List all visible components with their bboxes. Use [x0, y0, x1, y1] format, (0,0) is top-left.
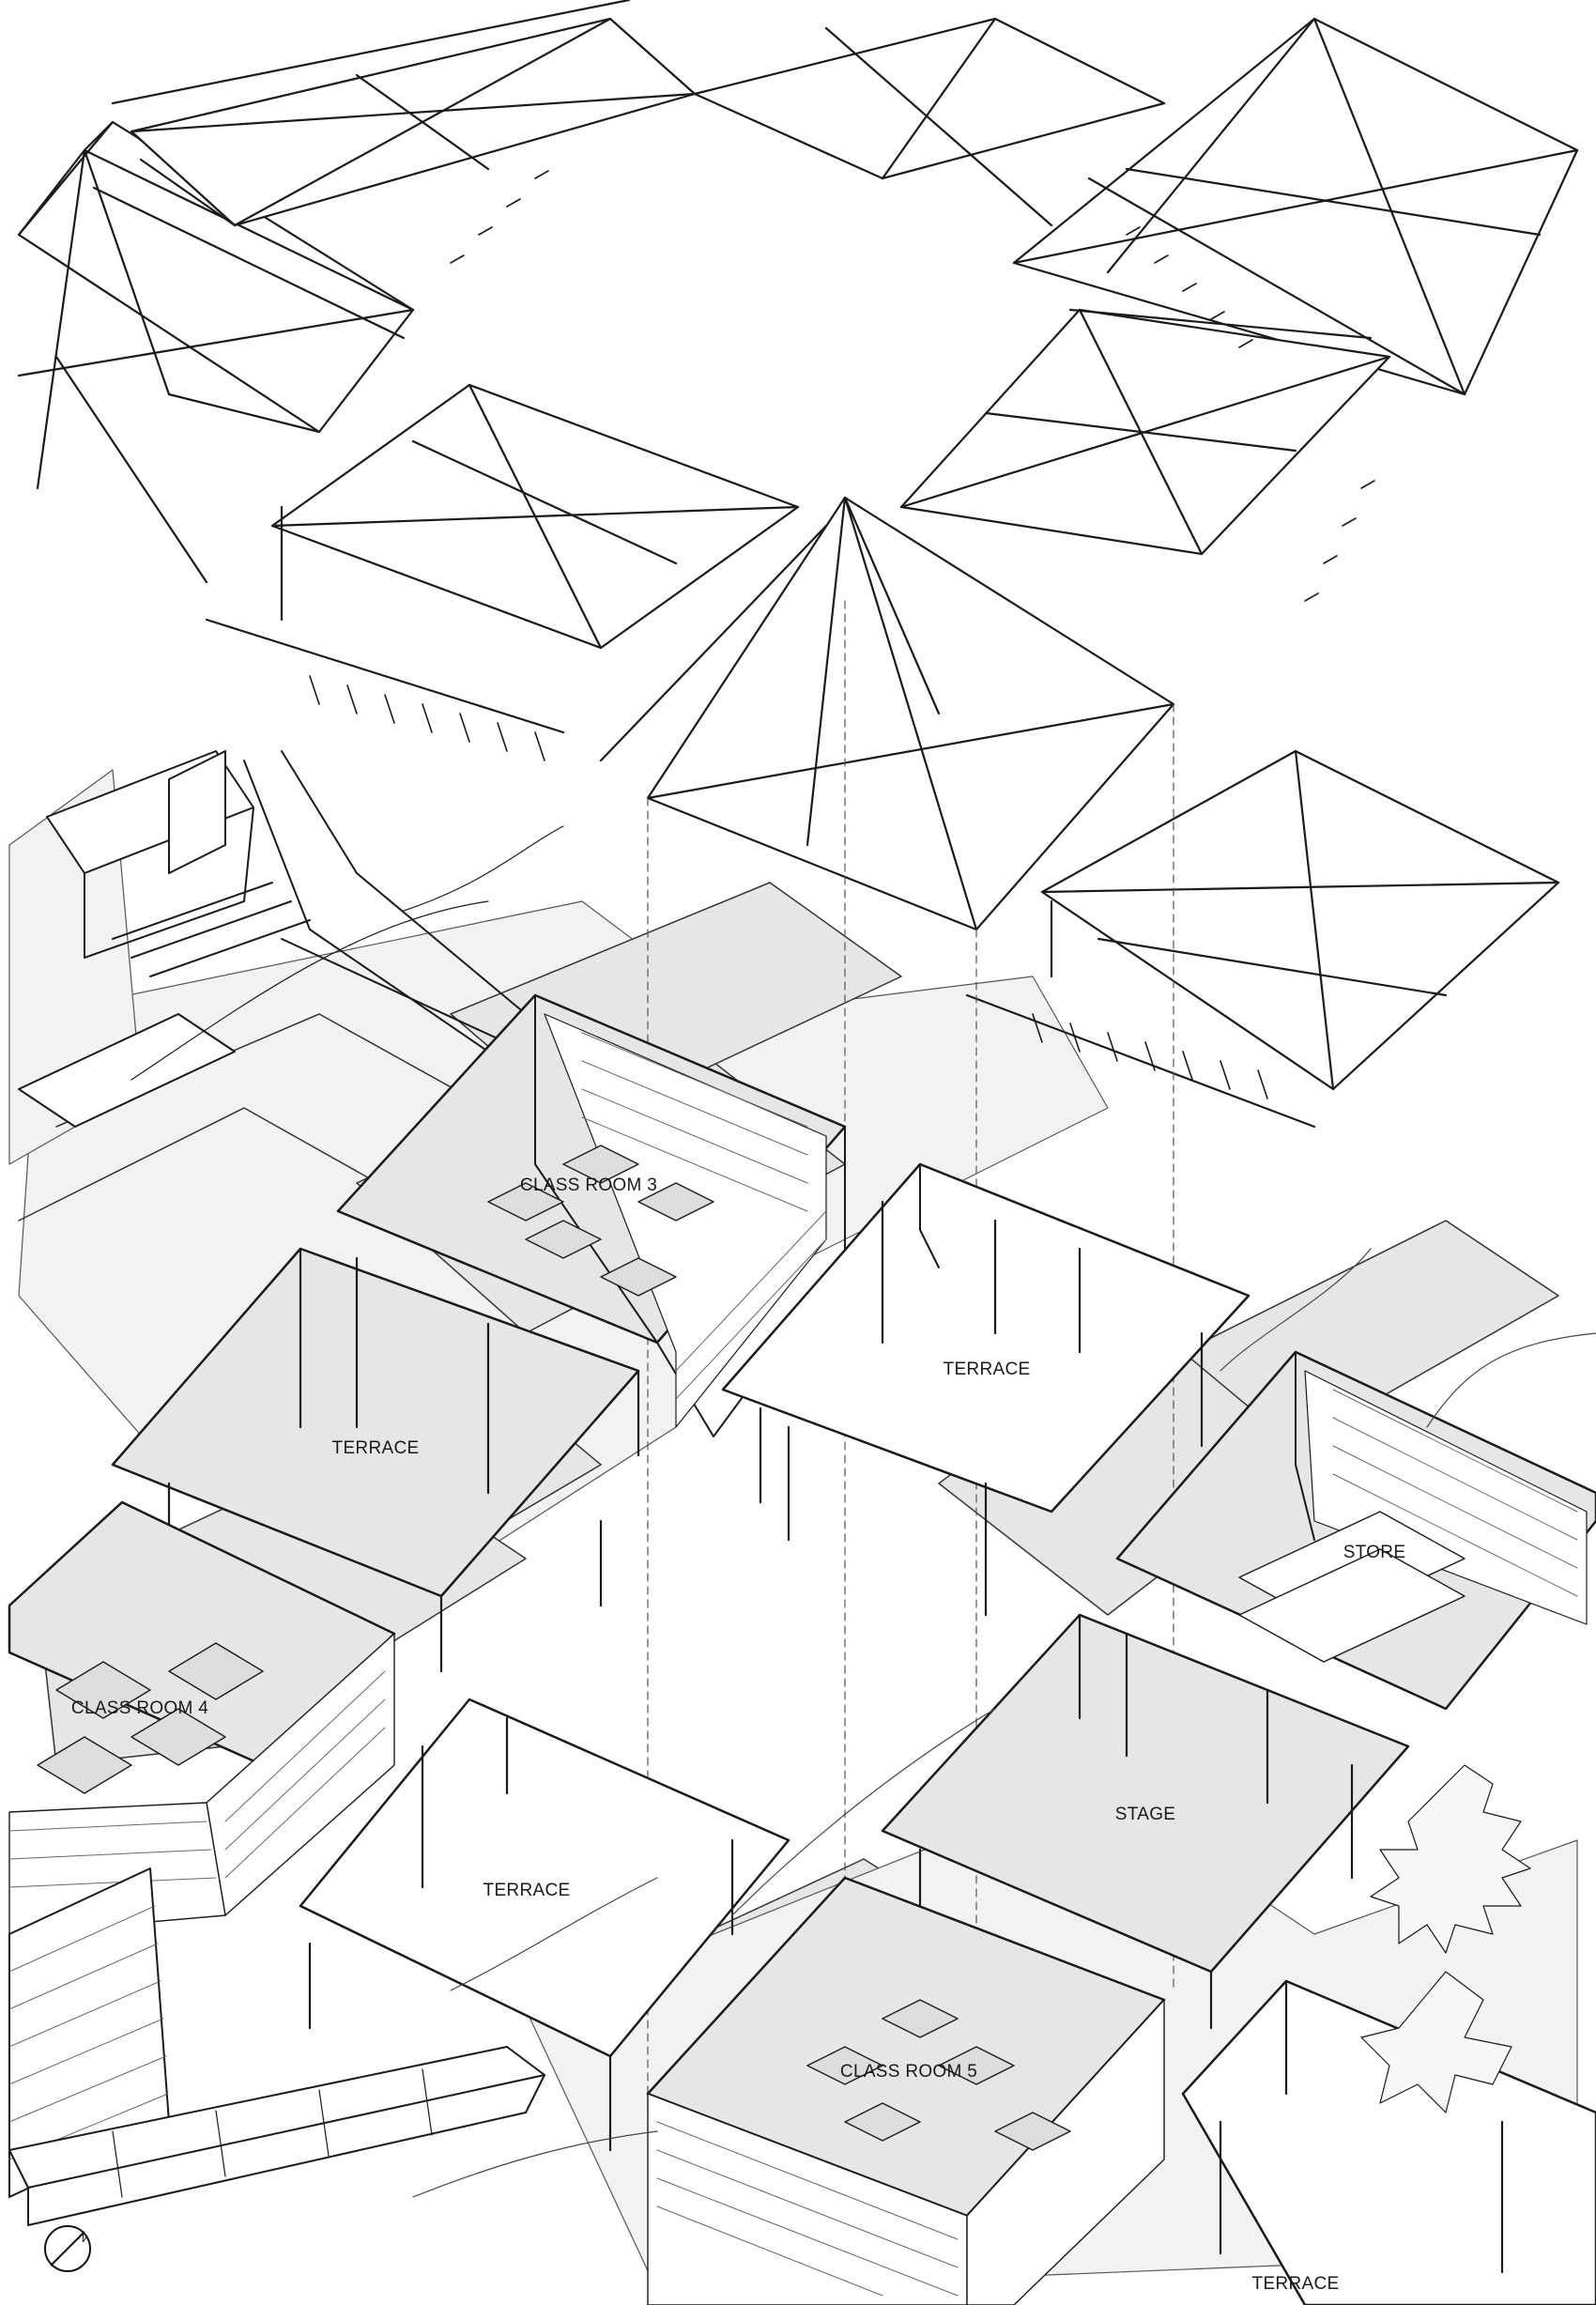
label-classroom-3: CLASS ROOM 3 [519, 1176, 658, 1195]
building-modules [8, 993, 1596, 2305]
label-terrace-upper-center: TERRACE [943, 1360, 1031, 1379]
classroom-3-module [336, 993, 847, 1437]
store-module [1115, 1350, 1596, 1711]
label-classroom-5: CLASS ROOM 5 [839, 2062, 978, 2082]
classroom-5-module [646, 1876, 1166, 2305]
roof-h [965, 749, 1560, 1129]
site-contours [412, 1248, 1596, 2198]
tree [1360, 1764, 1531, 2113]
classroom-4-module [8, 1500, 396, 1935]
stage-module [881, 1613, 1410, 2030]
label-terrace-lower-right: TERRACE [1251, 2274, 1340, 2294]
terrace-upper-center-module [721, 1162, 1251, 1617]
roof-b [111, 0, 697, 227]
roof-f [899, 308, 1391, 556]
label-stage: STAGE [1114, 1805, 1176, 1824]
label-store: STORE [1343, 1543, 1406, 1562]
label-terrace-lower-center: TERRACE [483, 1881, 571, 1900]
label-classroom-4: CLASS ROOM 4 [70, 1698, 209, 1718]
label-terrace-upper-left: TERRACE [331, 1438, 420, 1458]
stair-and-walkway [18, 750, 564, 1128]
roof-c [1012, 17, 1579, 396]
retaining-wall [8, 2046, 545, 2226]
north-arrow-icon [44, 2225, 91, 2272]
terrace-lower-right-module [1181, 1979, 1596, 2305]
purlin-ticks [309, 170, 1375, 1099]
roof-e [205, 383, 800, 734]
terrace-lower-center-module [299, 1698, 790, 2152]
roof-d [693, 17, 1166, 227]
roof-a [17, 120, 415, 584]
terrace-upper-left-module [111, 1247, 640, 1673]
roof-trusses [17, 0, 1579, 1129]
